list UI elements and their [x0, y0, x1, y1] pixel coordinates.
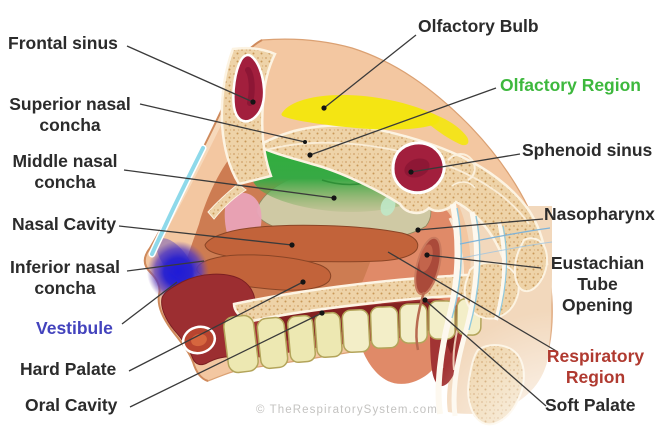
label-olfactory-region: Olfactory Region [500, 75, 641, 95]
eustachian-tube-core [419, 244, 433, 272]
label-frontal-sinus: Frontal sinus [8, 33, 118, 53]
label-nasal-cavity: Nasal Cavity [12, 214, 117, 234]
vessel-line-3 [498, 225, 508, 317]
label-soft-palate: Soft Palate [545, 395, 636, 415]
label-superior-nasal-concha: Superior nasal concha [9, 94, 131, 135]
label-oral-cavity: Oral Cavity [25, 395, 118, 415]
watermark: © TheRespiratorySystem.com [256, 404, 438, 416]
label-hard-palate: Hard Palate [20, 359, 117, 379]
leader-dots [250, 99, 430, 316]
label-olfactory-bulb: Olfactory Bulb [418, 16, 539, 36]
vertebra-bone-3 [513, 237, 549, 293]
olfactory-bulb-tail [428, 112, 469, 146]
label-middle-nasal-concha: Middle nasal concha [12, 151, 118, 192]
mint-blob [380, 196, 396, 216]
label-vestibule: Vestibule [36, 318, 113, 338]
vessel-line-5 [461, 241, 553, 259]
sella-squiggle-2 [451, 181, 476, 189]
vessel-line-1 [451, 207, 462, 319]
eustachian-fold [415, 291, 426, 351]
nasal-bone [207, 183, 247, 220]
vestibule-smear [156, 238, 194, 282]
label-eustachian-tube-opening: Eustachian Tube Opening [550, 253, 645, 315]
label-sphenoid-sinus: Sphenoid sinus [522, 140, 653, 160]
vessel-line-2 [468, 215, 481, 331]
frontal-sinus-core [245, 67, 255, 106]
label-nasopharynx: Nasopharynx [544, 204, 655, 224]
ligament-band-3 [494, 221, 506, 321]
sella-squiggle-1 [447, 153, 476, 181]
fade-bottom-right [418, 310, 670, 434]
label-respiratory-region: Respiratory Region [546, 346, 645, 387]
fade-top-right [430, 0, 670, 140]
nasal-bridge-cartilage [150, 146, 205, 256]
vessel-line-4 [459, 227, 551, 245]
frontal-sinus-shape [232, 53, 266, 123]
leader-lines [118, 34, 559, 408]
label-inferior-nasal-concha: Inferior nasal concha [10, 257, 120, 298]
olfactory-bulb-shape [281, 95, 440, 130]
